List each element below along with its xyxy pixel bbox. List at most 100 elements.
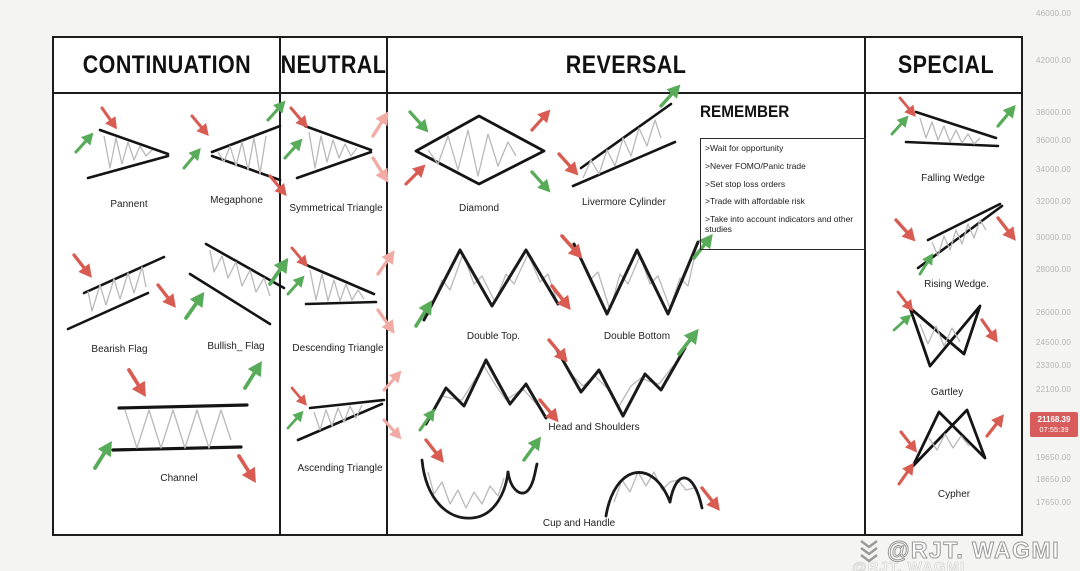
price-tick: 26000.00 [1036, 308, 1071, 317]
green-up-arrow-icon [177, 285, 213, 325]
table-divider [386, 38, 388, 534]
patterns-table: CONTINUATION NEUTRAL REVERSAL SPECIAL Pa… [52, 36, 1025, 536]
price-tick: 18650.00 [1036, 475, 1071, 484]
pattern-label: Gartley [930, 387, 964, 398]
pattern-inverse-head-and-shoulders [541, 322, 709, 430]
pattern-livermore-cylinder: Livermore Cylinder [552, 78, 689, 208]
column-header-special: SPECIAL [866, 38, 1025, 92]
red-down-arrow-icon [230, 450, 265, 490]
price-tick: 17650.00 [1036, 498, 1071, 507]
price-tick: 22100.00 [1036, 385, 1071, 394]
megaphone-drawing [177, 94, 294, 202]
green-up-arrow-icon [886, 110, 915, 140]
inverse-head-and-shoulders-drawing [541, 322, 707, 418]
green-down-arrow-icon [403, 105, 435, 139]
pattern-label: Symmetrical Triangle [289, 203, 383, 214]
pattern-label: Descending Triangle [292, 343, 384, 354]
trend-line [111, 445, 243, 452]
price-line [555, 346, 687, 418]
pattern-label: Ascending Triangle [297, 463, 383, 474]
zigzag [613, 471, 695, 503]
pattern-label: Double Bottom [603, 331, 671, 342]
trend-line [302, 262, 376, 296]
descending-triangle-drawing [282, 242, 403, 340]
livermore-cylinder-drawing [552, 78, 688, 188]
zigzag [928, 433, 970, 451]
trend-line [98, 128, 170, 156]
green-up-arrow-icon [236, 354, 271, 394]
zigzag [309, 269, 365, 302]
header-label: NEUTRAL [280, 50, 387, 79]
trend-line [86, 154, 170, 180]
pattern-ascending-triangle: Ascending Triangle [282, 364, 408, 474]
double-top-drawing [407, 248, 579, 332]
last-price-badge: 21168.39 07:55:39 [1030, 412, 1078, 437]
pattern-rising-wedge: Rising Wedge. [889, 196, 1024, 290]
pattern-label: Channel [160, 473, 198, 484]
pattern-label: Megaphone [210, 195, 263, 206]
green-up-arrow-icon [991, 99, 1023, 132]
red-down-arrow-icon [150, 278, 184, 314]
trend-line [914, 110, 998, 140]
trend-line [295, 150, 373, 180]
last-price: 21168.39 [1037, 415, 1071, 425]
cypher-drawing [892, 408, 1011, 490]
red-down-arrow-icon [552, 147, 586, 182]
watermark-handle: @RJT. WAGMI [886, 537, 1061, 564]
diamond-drawing [399, 103, 557, 199]
faded-red-down-arrow-icon [365, 152, 397, 189]
price-tick: 24500.00 [1036, 338, 1071, 347]
pattern-double-bottom: Double Bottom [554, 227, 721, 342]
red-down-arrow-icon [120, 364, 155, 404]
pattern-label: Pannent [110, 199, 148, 210]
faded-red-down-arrow-icon [377, 414, 408, 446]
pattern-pennant: Pannent [69, 102, 184, 210]
pattern-label: Bearish Flag [91, 344, 148, 355]
trend-line [66, 291, 150, 331]
price-tick: 28000.00 [1036, 265, 1071, 274]
ascending-triangle-drawing [282, 364, 408, 446]
faded-red-up-arrow-icon [370, 244, 403, 280]
pattern-megaphone: Megaphone [177, 94, 294, 206]
red-up-arrow-icon [399, 158, 432, 191]
pattern-symmetrical-triangle: Symmetrical Triangle [278, 100, 397, 214]
green-up-arrow-icon [69, 126, 100, 158]
green-down-arrow-icon [525, 165, 557, 199]
zigzag [582, 119, 662, 179]
trend-line [904, 140, 1000, 148]
pattern-bullish-flag: Bullish_ Flag [177, 234, 297, 352]
zigzag [427, 471, 505, 509]
red-down-arrow-icon [66, 248, 100, 284]
zigzag [308, 131, 358, 169]
zigzag [427, 129, 517, 177]
header-label: SPECIAL [897, 50, 994, 79]
remember-item: >Set stop loss orders [705, 178, 786, 189]
green-up-arrow-icon [177, 142, 208, 174]
zigzag [919, 323, 961, 347]
green-up-arrow-icon [86, 434, 121, 474]
red-down-arrow-icon [185, 110, 216, 142]
red-down-arrow-icon [990, 211, 1024, 247]
remember-item: >Never FOMO/Panic trade [705, 160, 806, 171]
symmetrical-triangle-drawing [278, 102, 397, 189]
price-tick: 36000.00 [1036, 136, 1071, 145]
handle-curve [668, 476, 704, 510]
price-axis[interactable]: 46000.00 42000.00 38000.00 36000.00 3400… [1025, 0, 1080, 571]
pattern-label: Falling Wedge [921, 173, 985, 184]
green-up-arrow-icon [913, 248, 940, 279]
price-tick: 42000.00 [1036, 56, 1071, 65]
column-header-neutral: NEUTRAL [281, 38, 386, 92]
watermark-ghost: @RJT. WAGMI [852, 559, 966, 571]
zigzag [217, 135, 267, 175]
cup-curve [604, 471, 672, 518]
gartley-drawing [888, 286, 1005, 368]
trend-line [571, 140, 677, 188]
trend-line [303, 124, 373, 152]
price-tick: 34000.00 [1036, 165, 1071, 174]
pattern-bearish-flag: Bearish Flag [62, 243, 184, 355]
table-divider [864, 38, 866, 534]
pattern-inverted-cup-and-handle [600, 450, 735, 528]
red-down-arrow-icon [95, 102, 124, 135]
trend-line [210, 124, 282, 154]
